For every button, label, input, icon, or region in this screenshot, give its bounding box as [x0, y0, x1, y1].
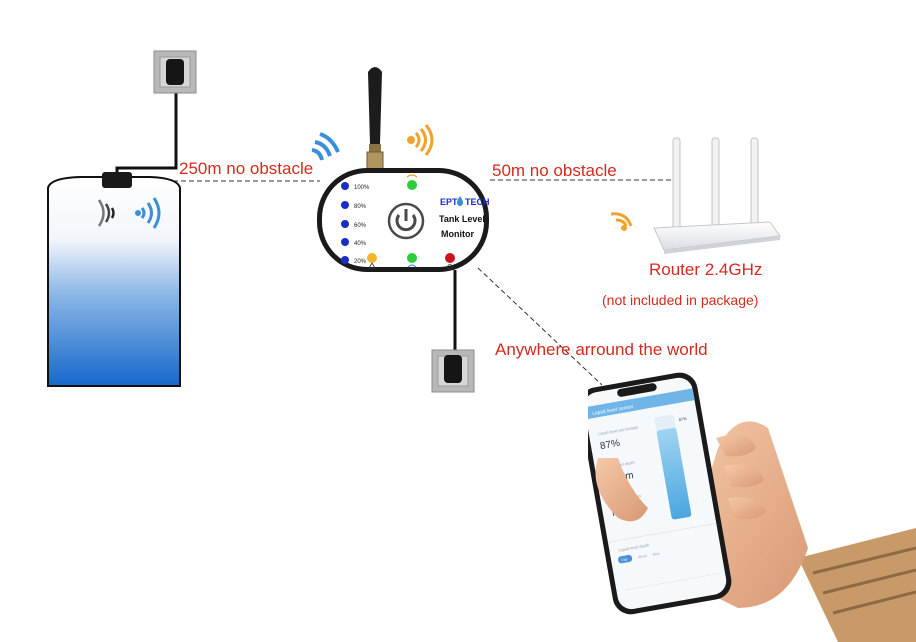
tab-week[interactable]: Week: [638, 554, 648, 560]
power-small-icon: [447, 264, 453, 270]
antenna: [366, 67, 384, 171]
link-label-tank: 250m no obstacle: [179, 159, 314, 178]
level-100: 100%: [354, 185, 370, 191]
router: [653, 137, 781, 254]
link-line-phone: [477, 267, 603, 386]
tank-signal-icon: [97, 197, 161, 229]
level-indicators: [341, 182, 349, 264]
tab-day-label: Day: [621, 557, 628, 562]
tank-sensor: [102, 172, 132, 188]
metric1-value: 87%: [599, 438, 621, 452]
link-label-router: 50m no obstacle: [492, 161, 617, 180]
link-label-remote: Anywhere arround the world: [495, 340, 708, 359]
level-40: 40%: [354, 241, 367, 247]
brand-left: EPT: [440, 197, 458, 207]
tab-month[interactable]: Mon: [652, 552, 659, 557]
level-20: 20%: [354, 259, 367, 265]
sensor-cable: [115, 86, 178, 172]
gauge-label: 87%: [678, 416, 687, 422]
router-note: (not included in package): [602, 292, 759, 308]
wifi-blue-icon: [311, 132, 340, 161]
router-signal-icon: [610, 212, 633, 231]
alarm-icon: [368, 262, 376, 269]
drop-icon: [457, 196, 463, 206]
wifi-small-icon: [407, 264, 417, 268]
tab-day[interactable]: [618, 554, 633, 564]
power-button[interactable]: [387, 202, 425, 240]
level-80: 80%: [354, 204, 367, 210]
level-60: 60%: [354, 223, 367, 229]
wall-socket-top: [153, 50, 197, 94]
router-label: Router 2.4GHz: [649, 260, 763, 279]
gauge-fill: [656, 427, 692, 520]
power-light: [445, 253, 455, 263]
title-line2: Monitor: [441, 229, 474, 239]
wifi-status-light: [407, 180, 417, 190]
brand-right: TECH: [465, 197, 490, 207]
smartphone-app: Liquid level sensor Liquid level percent…: [588, 372, 916, 642]
history-title: Liquid level depth: [618, 542, 650, 552]
water-tank: [47, 172, 181, 387]
wall-socket-bottom: [431, 349, 475, 393]
network-light: [407, 253, 417, 263]
wifi-orange-icon: [407, 124, 434, 156]
title-line1: Tank Level: [439, 214, 485, 224]
tank-level-monitor: 100% 80% 60% 40% 20% EPT TECH Tank Level…: [317, 168, 490, 272]
alarm-light: [367, 253, 377, 263]
